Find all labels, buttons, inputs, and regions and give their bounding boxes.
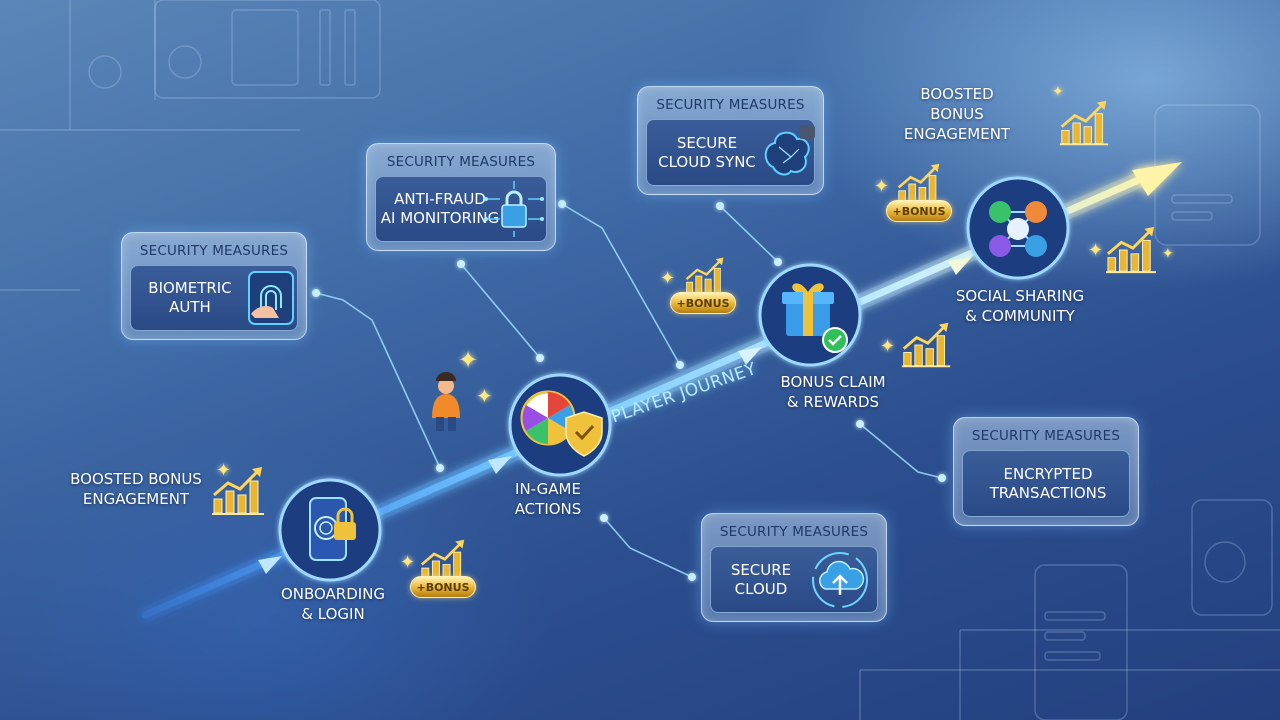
card-title: Security Measures bbox=[971, 428, 1121, 444]
sparkle-icon: ✦ bbox=[458, 346, 479, 374]
card-title: Security Measures bbox=[719, 524, 869, 540]
sparkle-icon: ✦ bbox=[1088, 240, 1104, 261]
stage-label-in-game: In-Game Actions bbox=[498, 479, 598, 519]
growth-chart-icon bbox=[212, 467, 264, 515]
circuit-lock-icon bbox=[484, 181, 544, 237]
stage-label-line-1: Social Sharing bbox=[955, 287, 1085, 305]
player-figure bbox=[432, 372, 460, 431]
sparkle-icon: ✦ bbox=[874, 176, 890, 197]
card-label-line-2: AI Monitoring bbox=[380, 209, 500, 227]
bonus-badge: +BONUS bbox=[410, 576, 476, 598]
stage-label-line-2: & Community bbox=[965, 307, 1075, 325]
engagement-line-2: Engagement bbox=[82, 490, 190, 508]
onboarding-node-graphic bbox=[278, 478, 382, 582]
sparkle-icon: ✦ bbox=[880, 336, 896, 357]
engagement-label-left: Boosted Bonus Engagement bbox=[58, 469, 214, 509]
card-label-line-2: Cloud Sync bbox=[658, 152, 756, 171]
growth-chart-icon bbox=[685, 257, 724, 294]
in-game-node-graphic bbox=[508, 373, 612, 477]
connector-dots bbox=[312, 200, 946, 581]
growth-chart-icon bbox=[901, 322, 951, 368]
bonus-badge: +BONUS bbox=[670, 292, 736, 314]
stage-label-line-1: In-Game bbox=[515, 480, 581, 498]
stage-label-line-1: Onboarding bbox=[280, 585, 386, 603]
card-body: Biometric Auth bbox=[130, 265, 298, 331]
cloud-upload-icon bbox=[812, 551, 868, 608]
security-card-anti-fraud: Security Measures Anti-Fraud AI Monitori… bbox=[366, 143, 556, 251]
stage-label-line-1: Bonus Claim bbox=[780, 373, 886, 391]
card-label: Secure Cloud Sync bbox=[647, 134, 767, 172]
security-card-encrypted: Security Measures Encrypted Transactions bbox=[953, 417, 1139, 526]
card-label-line-1: Secure bbox=[676, 133, 738, 152]
security-card-secure-cloud: Security Measures Secure Cloud bbox=[701, 513, 887, 622]
card-label: Encrypted Transactions bbox=[963, 465, 1133, 503]
sparkle-icon: ✦ bbox=[476, 384, 493, 408]
bonus-claim-node-graphic bbox=[758, 263, 862, 367]
security-card-biometric: Security Measures Biometric Auth bbox=[121, 232, 307, 340]
card-label-line-1: Encrypted bbox=[1003, 464, 1093, 483]
card-label: Anti-Fraud AI Monitoring bbox=[380, 190, 500, 228]
engagement-line-1: Boosted Bonus bbox=[920, 85, 994, 123]
card-label-line-2: Auth bbox=[169, 298, 211, 316]
stage-label-line-2: & Rewards bbox=[786, 393, 880, 411]
card-title: Security Measures bbox=[386, 154, 536, 170]
connectors bbox=[315, 203, 943, 578]
card-label: Biometric Auth bbox=[131, 279, 249, 317]
card-title: Security Measures bbox=[656, 97, 805, 113]
social-node-graphic bbox=[966, 176, 1070, 280]
card-label-line-1: Anti-Fraud bbox=[394, 190, 486, 208]
sparkle-icon: ✦ bbox=[216, 460, 232, 481]
engagement-line-1: Boosted Bonus bbox=[70, 470, 202, 488]
card-label: Secure Cloud bbox=[711, 561, 811, 599]
engagement-line-2: Engagement bbox=[903, 125, 1011, 143]
stage-label-line-2: & Login bbox=[301, 605, 365, 623]
card-label-line-2: Cloud bbox=[734, 579, 788, 598]
card-body: Anti-Fraud AI Monitoring bbox=[375, 176, 547, 242]
engagement-label-right: Boosted Bonus Engagement bbox=[892, 84, 1022, 144]
bonus-badge: +BONUS bbox=[886, 200, 952, 222]
card-label-line-1: Biometric bbox=[148, 279, 232, 297]
card-label-line-1: Secure bbox=[730, 560, 792, 579]
card-body: Secure Cloud Sync bbox=[646, 119, 815, 186]
card-label-line-2: Transactions bbox=[989, 483, 1107, 502]
sparkle-icon: ✦ bbox=[660, 268, 676, 289]
sparkle-icon: ✦ bbox=[400, 552, 416, 573]
card-body: Secure Cloud bbox=[710, 546, 878, 613]
growth-chart-icon bbox=[1106, 226, 1156, 274]
growth-chart-icon bbox=[1059, 100, 1109, 146]
card-body: Encrypted Transactions bbox=[962, 450, 1130, 517]
sparkle-icon: ✦ bbox=[1162, 246, 1174, 262]
stage-label-social: Social Sharing & Community bbox=[940, 286, 1100, 326]
stage-label-line-2: Actions bbox=[514, 500, 582, 518]
fingerprint-scanner-icon bbox=[248, 271, 294, 325]
ai-brain-icon bbox=[764, 124, 815, 175]
security-card-cloud-sync: Security Measures Secure Cloud Sync bbox=[637, 86, 824, 195]
stage-label-onboarding: Onboarding & Login bbox=[258, 584, 408, 624]
sparkle-icon: ✦ bbox=[1052, 84, 1064, 100]
card-title: Security Measures bbox=[139, 243, 289, 259]
stage-label-bonus-claim: Bonus Claim & Rewards bbox=[758, 372, 908, 412]
